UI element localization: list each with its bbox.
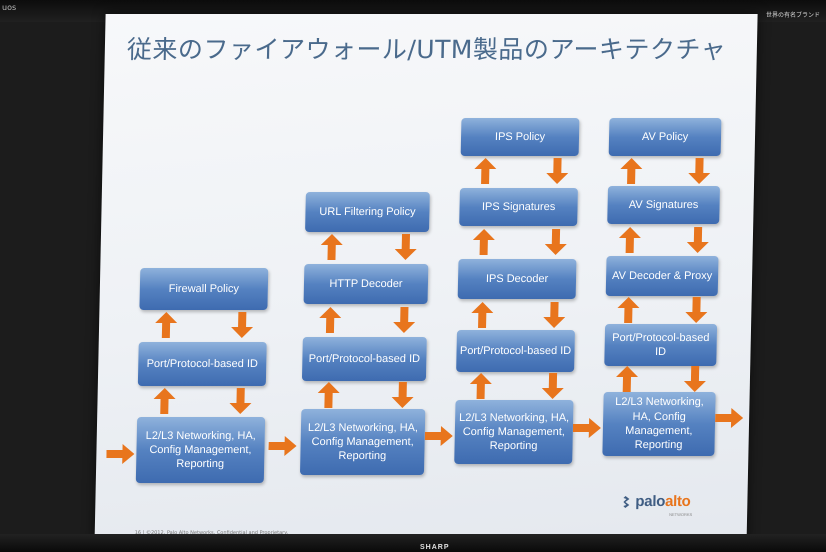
up-arrow-icon (618, 227, 641, 253)
up-arrow-icon (474, 158, 497, 184)
down-arrow-icon (541, 373, 564, 399)
logo-palo: palo (635, 493, 666, 510)
right-arrow-icon (424, 426, 453, 446)
port-protocol-id-box-3: Port/Protocol-based ID (456, 330, 575, 372)
networking-box-2: L2/L3 Networking, HA, Config Management,… (299, 409, 426, 475)
down-arrow-icon (546, 158, 569, 184)
http-decoder-box: HTTP Decoder (303, 264, 429, 304)
screen-corner-label: uos (2, 3, 17, 12)
down-arrow-icon (688, 158, 711, 184)
ips-policy-box: IPS Policy (460, 118, 580, 156)
projected-slide: 従来のファイアウォール/UTM製品のアーキテクチャ Firewall Polic… (94, 14, 758, 550)
paloalto-logo-mark-icon (623, 496, 630, 508)
av-policy-box: AV Policy (608, 118, 722, 156)
right-arrow-icon (715, 408, 744, 428)
logo-alto: alto (664, 493, 691, 510)
screen-corner-right: 世界の有名ブランド (765, 12, 820, 19)
down-arrow-icon (391, 382, 414, 408)
down-arrow-icon (544, 229, 567, 255)
up-arrow-icon (620, 158, 643, 184)
up-arrow-icon (469, 373, 492, 399)
up-arrow-icon (471, 302, 494, 328)
av-signatures-box: AV Signatures (607, 186, 721, 224)
down-arrow-icon (394, 234, 417, 260)
networking-box-1: L2/L3 Networking, HA, Config Management,… (135, 417, 266, 483)
down-arrow-icon (683, 366, 706, 392)
down-arrow-icon (543, 302, 566, 328)
firewall-policy-box: Firewall Policy (139, 268, 269, 310)
right-arrow-icon (572, 418, 601, 438)
down-arrow-icon (231, 312, 254, 338)
monitor-bezel-bottom (0, 534, 826, 552)
url-filtering-policy-box: URL Filtering Policy (305, 192, 430, 232)
up-arrow-icon (617, 297, 640, 323)
ips-signatures-box: IPS Signatures (459, 188, 578, 226)
right-arrow-icon (106, 444, 135, 464)
monitor-brand: SHARP (420, 544, 450, 551)
down-arrow-icon (685, 297, 708, 323)
up-arrow-icon (155, 312, 178, 338)
av-decoder-proxy-box: AV Decoder & Proxy (605, 256, 719, 296)
down-arrow-icon (393, 307, 416, 333)
down-arrow-icon (686, 227, 709, 253)
ips-decoder-box: IPS Decoder (457, 259, 577, 299)
right-arrow-icon (268, 436, 297, 456)
networking-box-3: L2/L3 Networking, HA, Config Management,… (454, 400, 574, 464)
down-arrow-icon (229, 388, 252, 414)
up-arrow-icon (616, 366, 639, 392)
up-arrow-icon (319, 307, 342, 333)
up-arrow-icon (153, 388, 176, 414)
networking-box-4: L2/L3 Networking, HA, Config Management,… (602, 392, 716, 456)
logo-subtitle: NETWORKS (669, 512, 693, 517)
port-protocol-id-box-4: Port/Protocol-based ID (604, 324, 718, 366)
slide-title: 従来のファイアウォール/UTM製品のアーキテクチャ (126, 35, 727, 64)
port-protocol-id-box-1: Port/Protocol-based ID (137, 342, 267, 386)
up-arrow-icon (317, 382, 340, 408)
port-protocol-id-box-2: Port/Protocol-based ID (301, 337, 427, 381)
up-arrow-icon (472, 229, 495, 255)
paloalto-logo: paloalto (635, 493, 690, 510)
up-arrow-icon (320, 234, 343, 260)
